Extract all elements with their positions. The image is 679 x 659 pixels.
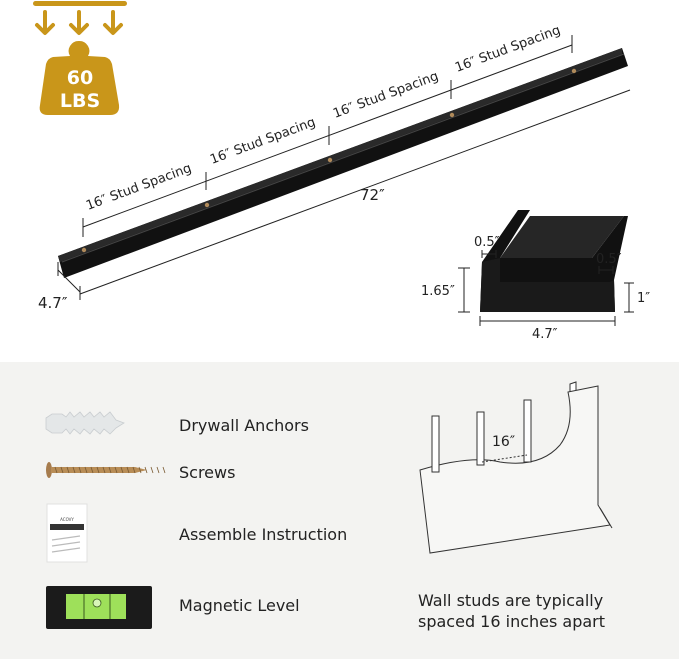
stud-note-line-1: Wall studs are typically xyxy=(418,591,604,610)
screw-icon xyxy=(46,462,166,478)
stud-note: Wall studs are typically spaced 16 inche… xyxy=(418,590,605,632)
svg-text:ACOVY: ACOVY xyxy=(60,517,74,522)
hardware-panel: ACOVY 16″ xyxy=(0,362,679,659)
front-height-label: 1″ xyxy=(637,291,650,306)
drywall-anchors-label: Drywall Anchors xyxy=(179,416,309,435)
front-lip-label: 0.5″ xyxy=(596,252,622,267)
stud-spacing-dimension xyxy=(82,35,573,237)
down-arrows-icon xyxy=(35,10,123,35)
shelf-illustration xyxy=(58,48,628,278)
back-height-label: 1.65″ xyxy=(421,284,455,299)
shelf-cross-section xyxy=(480,210,628,312)
length-dimension xyxy=(57,89,631,300)
wall-stud-diagram xyxy=(419,381,613,554)
stud-note-line-2: spaced 16 inches apart xyxy=(418,612,606,631)
stud-spacing-label: 16″ xyxy=(492,434,516,450)
screws-label: Screws xyxy=(179,463,236,482)
weight-icon xyxy=(39,40,120,115)
weight-value: 60 xyxy=(67,67,93,89)
screw-holes xyxy=(81,68,577,253)
magnetic-level-icon xyxy=(46,586,152,629)
hardware-illustrations: ACOVY xyxy=(45,381,613,629)
stud-spacing-label-4: 16″ Stud Spacing xyxy=(453,23,562,76)
cross-section-dimensions xyxy=(458,250,634,326)
magnetic-level-label: Magnetic Level xyxy=(179,596,300,615)
drywall-anchor-icon xyxy=(45,411,125,435)
weight-badge: 60 LBS xyxy=(33,1,127,115)
shelf-dimension-diagram: 60 LBS 16″ Stud Spacing 16″ Stud Spacing… xyxy=(33,1,650,342)
assemble-instruction-label: Assemble Instruction xyxy=(179,525,348,544)
instruction-sheet-icon: ACOVY xyxy=(46,503,88,563)
depth-label: 4.7″ xyxy=(38,294,68,312)
back-lip-label: 0.5″ xyxy=(474,235,500,250)
length-label: 72″ xyxy=(360,186,385,204)
weight-unit: LBS xyxy=(60,90,100,112)
width-label: 4.7″ xyxy=(532,327,558,342)
